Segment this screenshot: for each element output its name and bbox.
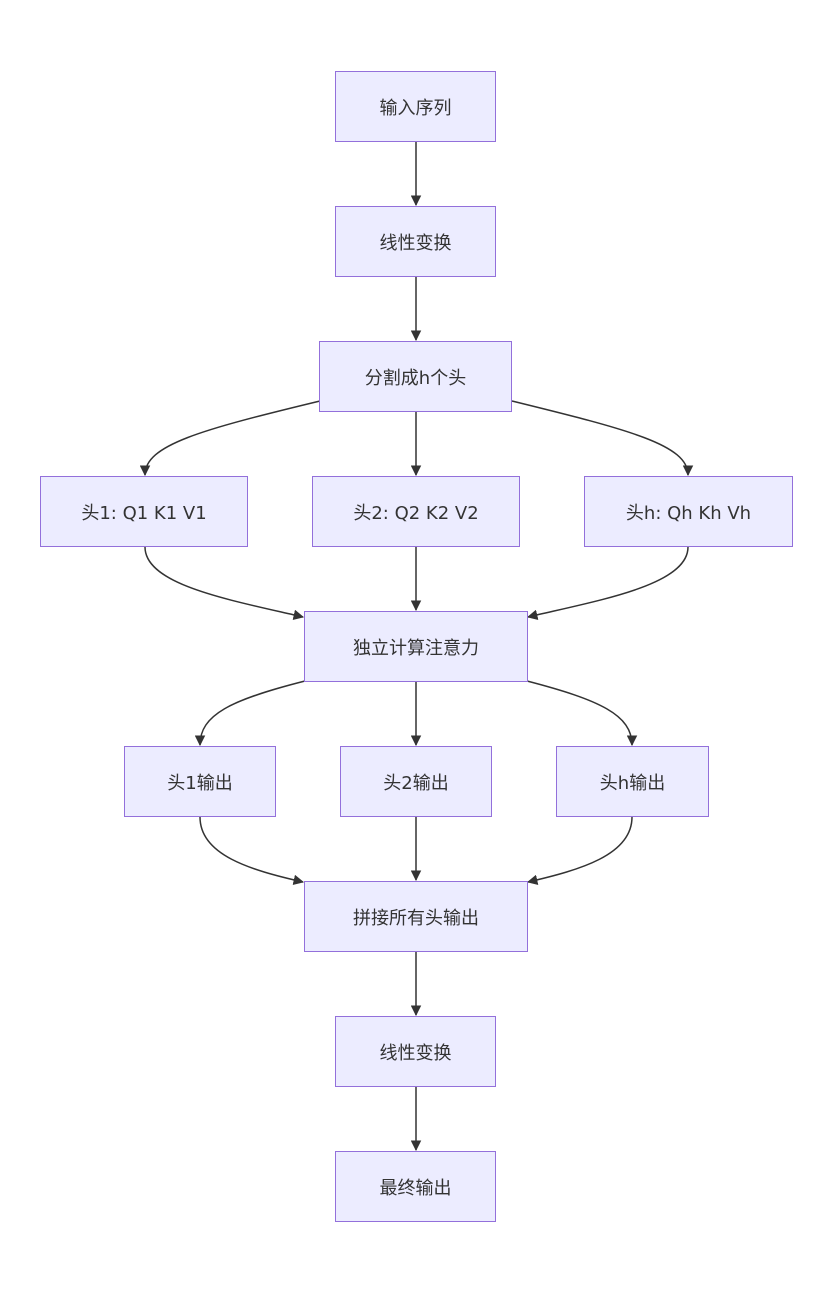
edge-outh-to-concat [526,816,633,885]
node-head-1-output: 头1输出 [124,746,276,817]
node-linear-transform-2: 线性变换 [335,1016,496,1087]
node-input-sequence: 输入序列 [335,71,496,142]
edge-headh-to-attention [526,546,689,620]
edge-split-to-head1 [139,400,321,477]
node-linear-transform-1: 线性变换 [335,206,496,277]
edge-attention-to-outh [526,680,638,747]
node-attention: 独立计算注意力 [304,611,528,682]
edge-out1-to-concat [199,816,305,886]
node-head-2-output: 头2输出 [340,746,492,817]
edge-split-to-headh [511,400,694,477]
node-final-output: 最终输出 [335,1151,496,1222]
node-head-2: 头2: Q2 K2 V2 [312,476,520,547]
edge-head1-to-attention [144,546,305,620]
node-head-h-output: 头h输出 [556,746,709,817]
node-split-heads: 分割成h个头 [319,341,512,412]
node-concat-outputs: 拼接所有头输出 [304,881,528,952]
edge-attention-to-out1 [194,680,306,747]
node-head-1: 头1: Q1 K1 V1 [40,476,248,547]
node-head-h: 头h: Qh Kh Vh [584,476,793,547]
